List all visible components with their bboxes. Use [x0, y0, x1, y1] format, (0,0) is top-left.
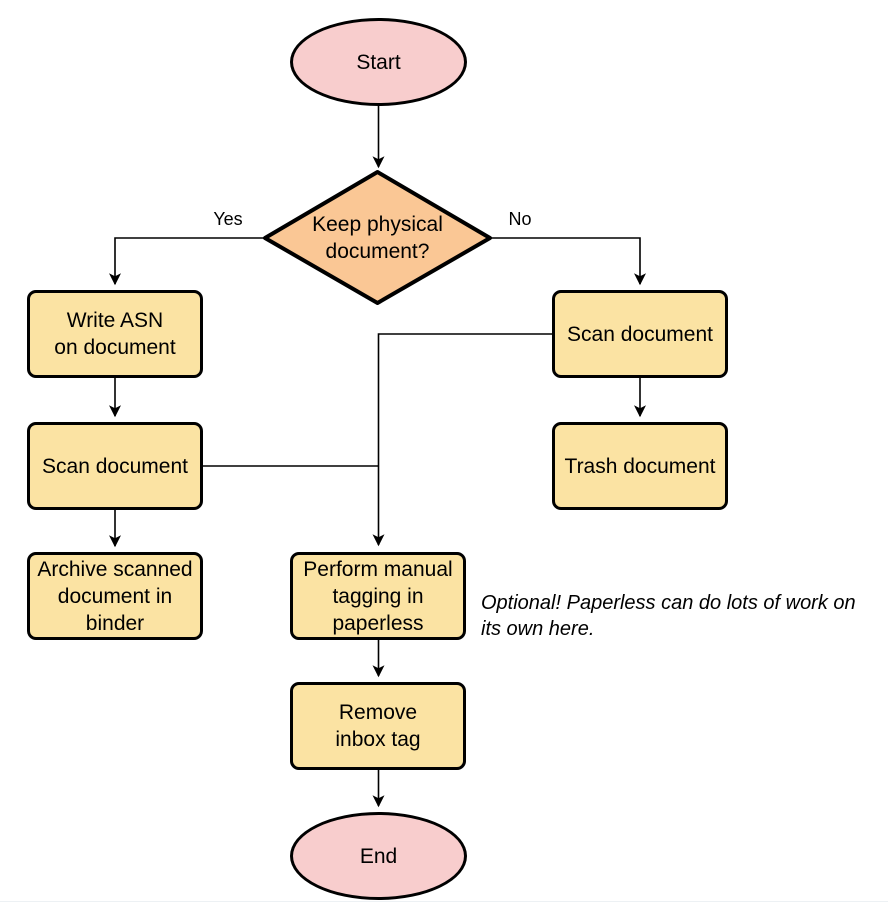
process-scan-document-right: Scan document [552, 290, 728, 378]
process-archive-binder: Archive scanned document in binder [27, 552, 203, 640]
optional-note: Optional! Paperless can do lots of work … [481, 592, 856, 640]
process-write-asn: Write ASN on document [27, 290, 203, 378]
edge-scanright-to-tagging [372, 333, 552, 547]
start-node-label: Start [356, 50, 401, 74]
page-bottom-divider [0, 901, 888, 902]
process-scan-document-right-label: Scan document [567, 322, 713, 346]
edge-label-yes: Yes [213, 209, 243, 229]
process-write-asn-label: Write ASN on document [54, 309, 176, 359]
process-remove-inbox-tag-label: Remove inbox tag [335, 701, 421, 751]
edge-decision-no [490, 237, 646, 286]
process-scan-document-left: Scan document [27, 422, 203, 510]
edge-label-no: No [508, 209, 532, 229]
process-trash-document: Trash document [552, 422, 728, 510]
process-remove-inbox-tag: Remove inbox tag [290, 682, 466, 770]
process-manual-tagging-label: Perform manual tagging in paperless [303, 557, 453, 635]
end-node: End [290, 812, 467, 900]
decision-node-label: Keep physical document? [312, 213, 443, 263]
start-node: Start [290, 18, 467, 106]
process-scan-document-left-label: Scan document [42, 454, 188, 478]
process-trash-document-label: Trash document [564, 454, 716, 478]
edge-decision-yes [109, 237, 265, 286]
decision-diamond-shape [263, 170, 492, 305]
process-manual-tagging: Perform manual tagging in paperless [290, 552, 466, 640]
process-archive-binder-label: Archive scanned document in binder [37, 557, 193, 635]
end-node-label: End [359, 844, 398, 868]
